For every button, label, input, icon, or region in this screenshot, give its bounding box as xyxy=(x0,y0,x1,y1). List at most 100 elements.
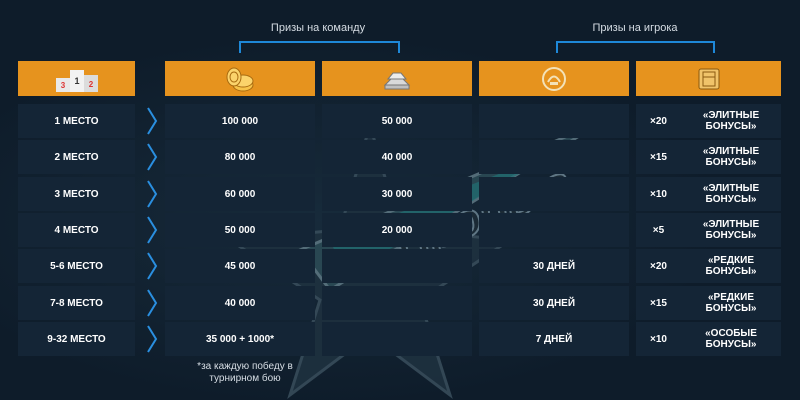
row-cell-bg xyxy=(636,177,781,211)
place-cell: 9-32 МЕСТО xyxy=(47,333,106,345)
premium-cell: 30 ДНЕЙ xyxy=(532,297,576,309)
row-cell-bg xyxy=(479,249,629,283)
row-cell-bg xyxy=(636,140,781,174)
row-cell-bg xyxy=(165,249,315,283)
row-cell-bg xyxy=(18,104,135,138)
premium-cell: 7 ДНЕЙ xyxy=(535,333,573,345)
chevron-right-icon xyxy=(147,216,158,244)
gold-cell: 45 000 xyxy=(224,260,256,272)
bonus-qty-cell: ×5 xyxy=(652,224,665,236)
credits-cell: 40 000 xyxy=(381,151,413,163)
place-cell: 3 МЕСТО xyxy=(54,188,99,200)
svg-text:3: 3 xyxy=(60,81,65,90)
row-cell-bg xyxy=(636,322,781,356)
place-cell: 1 МЕСТО xyxy=(54,115,99,127)
gold-cell: 50 000 xyxy=(224,224,256,236)
gold-cell: 80 000 xyxy=(224,151,256,163)
bonus-qty-cell: ×10 xyxy=(650,188,667,200)
premium-cell xyxy=(479,104,629,138)
bonus-name-cell: «ЭЛИТНЫЕ БОНУСЫ» xyxy=(702,219,760,241)
premium-cell xyxy=(479,177,629,211)
svg-text:2: 2 xyxy=(88,80,93,89)
bonus-name-cell: «ЭЛИТНЫЕ БОНУСЫ» xyxy=(702,146,760,168)
credits-cell: 30 000 xyxy=(381,188,413,200)
chevron-right-icon xyxy=(147,325,158,353)
row-cell-bg xyxy=(165,286,315,320)
credits-cell xyxy=(322,286,472,320)
chevron-right-icon xyxy=(147,107,158,135)
chevron-right-icon xyxy=(147,252,158,280)
row-cell-bg xyxy=(322,140,472,174)
bonus-qty-cell: ×20 xyxy=(650,260,667,272)
credits-ingots-icon xyxy=(383,72,411,89)
player-prizes-label: Призы на игрока xyxy=(592,22,678,34)
place-cell: 7-8 МЕСТО xyxy=(50,297,103,309)
credits-cell xyxy=(322,322,472,356)
row-cell-bg xyxy=(18,140,135,174)
bonus-name-cell: «ЭЛИТНЫЕ БОНУСЫ» xyxy=(702,183,760,205)
bonus-book-icon xyxy=(698,68,719,89)
credits-cell xyxy=(322,249,472,283)
premium-cell xyxy=(479,140,629,174)
row-cell-bg xyxy=(165,213,315,247)
row-cell-bg xyxy=(165,140,315,174)
row-cell-bg xyxy=(18,286,135,320)
chevron-right-icon xyxy=(147,289,158,317)
bonus-name-cell: «РЕДКИЕ БОНУСЫ» xyxy=(705,255,757,277)
bonus-qty-cell: ×15 xyxy=(650,297,667,309)
row-cell-bg xyxy=(322,177,472,211)
place-cell: 5-6 МЕСТО xyxy=(50,260,103,272)
credits-cell: 20 000 xyxy=(381,224,413,236)
bonus-qty-cell: ×10 xyxy=(650,333,667,345)
bonus-qty-cell: ×15 xyxy=(650,151,667,163)
premium-cell: 30 ДНЕЙ xyxy=(532,260,576,272)
row-cell-bg xyxy=(479,286,629,320)
gold-coins-icon xyxy=(226,67,254,91)
header-gold-column xyxy=(165,61,315,96)
premium-account-icon xyxy=(542,66,566,91)
row-cell-bg xyxy=(322,213,472,247)
row-cell-bg xyxy=(479,322,629,356)
row-cell-bg xyxy=(636,104,781,138)
place-cell: 4 МЕСТО xyxy=(54,224,99,236)
row-cell-bg xyxy=(18,322,135,356)
row-cell-bg xyxy=(322,104,472,138)
premium-cell xyxy=(479,213,629,247)
bonus-qty-cell: ×20 xyxy=(650,115,667,127)
team-prizes-label: Призы на команду xyxy=(270,22,366,34)
gold-cell: 100 000 xyxy=(221,115,259,127)
row-cell-bg xyxy=(165,177,315,211)
gold-cell: 40 000 xyxy=(224,297,256,309)
bonus-name-cell: «ЭЛИТНЫЕ БОНУСЫ» xyxy=(702,110,760,132)
bonus-name-cell: «РЕДКИЕ БОНУСЫ» xyxy=(705,292,757,314)
gold-cell: 35 000 + 1000* xyxy=(205,333,275,345)
row-cell-bg xyxy=(322,249,472,283)
podium-icon: 1 3 2 xyxy=(55,69,98,92)
header-credits-column xyxy=(322,61,472,96)
row-cell-bg xyxy=(479,104,629,138)
chevron-right-icon xyxy=(147,180,158,208)
row-cell-bg xyxy=(479,140,629,174)
row-cell-bg xyxy=(18,249,135,283)
svg-text:1: 1 xyxy=(74,76,79,86)
row-cell-bg xyxy=(479,177,629,211)
player-prizes-bracket xyxy=(556,41,715,53)
row-cell-bg xyxy=(18,213,135,247)
gold-cell: 60 000 xyxy=(224,188,256,200)
chevron-right-icon xyxy=(147,143,158,171)
row-cell-bg xyxy=(636,213,781,247)
row-cell-bg xyxy=(322,322,472,356)
row-cell-bg xyxy=(165,322,315,356)
header-place-column: 1 3 2 xyxy=(18,61,135,96)
row-cell-bg xyxy=(165,104,315,138)
bonus-name-cell: «ОСОБЫЕ БОНУСЫ» xyxy=(705,328,757,350)
row-cell-bg xyxy=(322,286,472,320)
row-cell-bg xyxy=(636,249,781,283)
row-cell-bg xyxy=(636,286,781,320)
header-premium-column xyxy=(479,61,629,96)
row-cell-bg xyxy=(18,177,135,211)
footnote: *за каждую победу в турнирном бою xyxy=(197,361,293,384)
place-cell: 2 МЕСТО xyxy=(54,151,99,163)
row-cell-bg xyxy=(479,213,629,247)
credits-cell: 50 000 xyxy=(381,115,413,127)
